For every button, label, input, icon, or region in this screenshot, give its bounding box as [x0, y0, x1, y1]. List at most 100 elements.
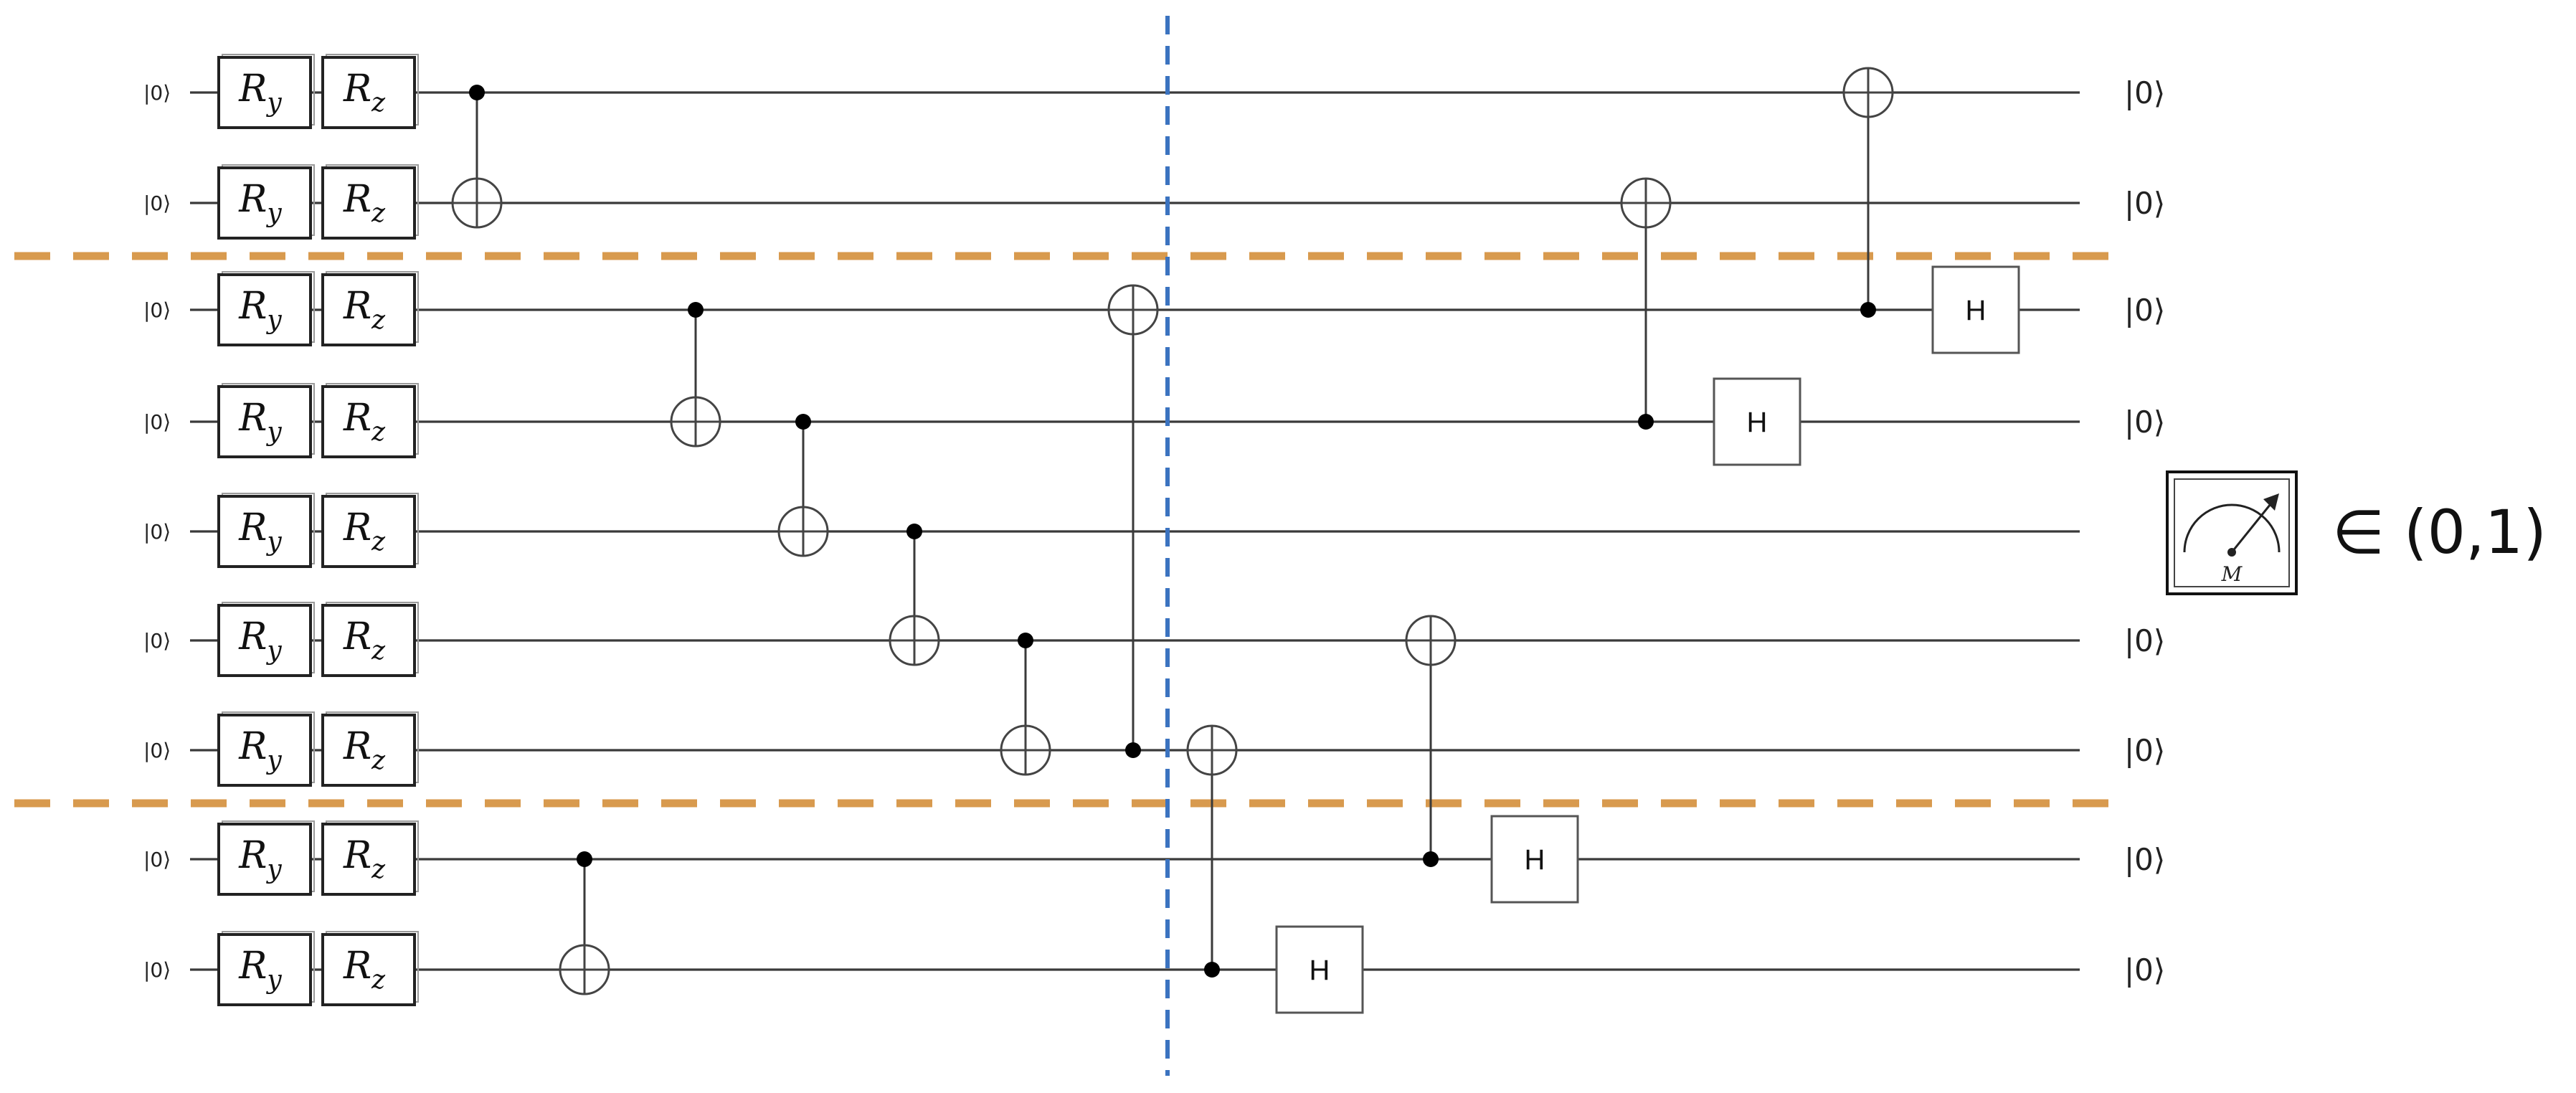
rotation-gate-label: Ry: [238, 397, 282, 447]
cnot-control-dot-7: [1204, 962, 1220, 978]
qubit-wires: [190, 91, 2080, 971]
rotation-gate-base: R: [238, 615, 267, 658]
hadamard-gate-label: H: [1525, 844, 1545, 876]
output-state-label-8: |0⟩: [2124, 952, 2165, 988]
output-state-label-2: |0⟩: [2124, 293, 2165, 328]
rotation-gate-Ry-2: [217, 273, 312, 346]
rotation-gate-base: R: [343, 945, 371, 988]
cnot-control-dot-8: [1423, 851, 1439, 867]
rotation-gate-label: Rz: [343, 67, 386, 118]
rotation-gate-Rz-0: [321, 56, 416, 129]
rotation-gate-subscript: z: [371, 88, 386, 118]
measurement-result: ∈ (0,1): [2332, 497, 2547, 567]
rotation-gate-base: R: [343, 67, 371, 110]
rotation-gate-base: R: [343, 178, 371, 221]
hadamard-gate-3: [1931, 265, 2020, 354]
hadamard-gate-1: [1490, 815, 1579, 904]
output-state-label-0: |0⟩: [2124, 75, 2165, 110]
input-state-label-4: |0⟩: [143, 520, 171, 544]
input-state-label-8: |0⟩: [143, 958, 171, 982]
output-state-label-5: |0⟩: [2124, 623, 2165, 658]
rotation-gate-label: Rz: [343, 615, 386, 666]
rotation-gate-Rz-5: [321, 604, 416, 677]
rotation-gate-base: R: [238, 506, 267, 549]
rotation-gate-Rz-4: [321, 495, 416, 568]
rotation-gate-Ry-5: [217, 604, 312, 677]
input-state-label-7: |0⟩: [143, 848, 171, 871]
input-state-label-1: |0⟩: [143, 191, 171, 215]
rotation-gate-subscript: y: [265, 855, 282, 884]
rotation-gate-label: Rz: [343, 506, 386, 557]
rotation-gate-subscript: y: [265, 417, 282, 447]
meter-arrowhead-icon: [2263, 493, 2279, 511]
rotation-gate-Rz-1: [321, 166, 416, 240]
rotation-gate-label: Ry: [238, 506, 282, 557]
rotation-gate-Ry-6: [217, 714, 312, 787]
measurement: M ∈ (0,1): [2166, 470, 2547, 595]
input-state-label-6: |0⟩: [143, 739, 171, 762]
rotation-gate-label: Ry: [238, 834, 282, 884]
rotation-gate-subscript: z: [371, 306, 386, 335]
rotation-gate-subscript: y: [265, 746, 282, 775]
measurement-box-inner: [2174, 478, 2290, 587]
rotation-gate-base: R: [238, 945, 267, 988]
meter-label: M: [2221, 562, 2243, 586]
rotation-gate-base: R: [238, 67, 267, 110]
input-state-label-0: |0⟩: [143, 81, 171, 105]
rotation-gate-label: Rz: [343, 725, 386, 775]
rotation-gate-subscript: z: [371, 746, 386, 775]
rotation-gate-Ry-1: [217, 166, 312, 240]
output-state-label-7: |0⟩: [2124, 842, 2165, 877]
cnot-control-dot-4: [906, 524, 922, 539]
rotation-gate-base: R: [343, 285, 371, 328]
rotation-gate-subscript: z: [371, 417, 386, 447]
hadamard-gate-label: H: [1747, 407, 1768, 438]
output-state-label-6: |0⟩: [2124, 733, 2165, 768]
hadamard-gate-0: [1275, 925, 1364, 1014]
rotation-gate-label: Rz: [343, 397, 386, 447]
hadamard-gate-label: H: [1310, 955, 1330, 986]
separator-lines: [14, 16, 2128, 1076]
input-state-label-2: |0⟩: [143, 298, 171, 322]
rotation-gate-base: R: [238, 834, 267, 877]
rotation-gate-label: Ry: [238, 285, 282, 335]
rotation-gate-label: Ry: [238, 615, 282, 666]
rotation-gate-subscript: z: [371, 855, 386, 884]
rotation-gate-subscript: y: [265, 636, 282, 666]
rotation-gate-Rz-8: [321, 933, 416, 1006]
rotation-gate-Rz-2: [321, 273, 416, 346]
rotation-gate-base: R: [238, 725, 267, 768]
cnot-control-dot-1: [577, 851, 592, 867]
rotation-gate-label: Ry: [238, 725, 282, 775]
meter-arc-icon: [2183, 503, 2281, 553]
rotation-gate-subscript: z: [371, 527, 386, 557]
rotation-gate-label: Ry: [238, 67, 282, 118]
rotation-gate-subscript: z: [371, 636, 386, 666]
cnot-control-dot-5: [1018, 633, 1033, 648]
meter-needle-icon: [2230, 500, 2275, 553]
cnot-control-dot-6: [1125, 742, 1141, 758]
rotation-gate-label: Ry: [238, 178, 282, 228]
output-state-label-3: |0⟩: [2124, 404, 2165, 440]
input-state-label-5: |0⟩: [143, 629, 171, 653]
cnot-control-dot-0: [469, 85, 485, 100]
rotation-gate-subscript: y: [265, 306, 282, 335]
cnot-control-dot-3: [795, 414, 811, 430]
rotation-gate-subscript: z: [371, 199, 386, 228]
rotation-gate-subscript: y: [265, 965, 282, 995]
cnot-control-dot-2: [688, 302, 704, 318]
rotation-gate-base: R: [343, 506, 371, 549]
rotation-gate-label: Rz: [343, 945, 386, 995]
rotation-gate-subscript: y: [265, 199, 282, 228]
rotation-gate-subscript: z: [371, 965, 386, 995]
rotation-gate-Ry-0: [217, 56, 312, 129]
rotation-gate-Ry-3: [217, 385, 312, 458]
hadamard-gate-2: [1713, 377, 1801, 466]
rotation-gate-Ry-7: [217, 823, 312, 896]
rotation-gate-base: R: [238, 397, 267, 440]
rotation-gate-base: R: [343, 615, 371, 658]
rotation-gate-base: R: [238, 285, 267, 328]
rotation-gate-Ry-4: [217, 495, 312, 568]
